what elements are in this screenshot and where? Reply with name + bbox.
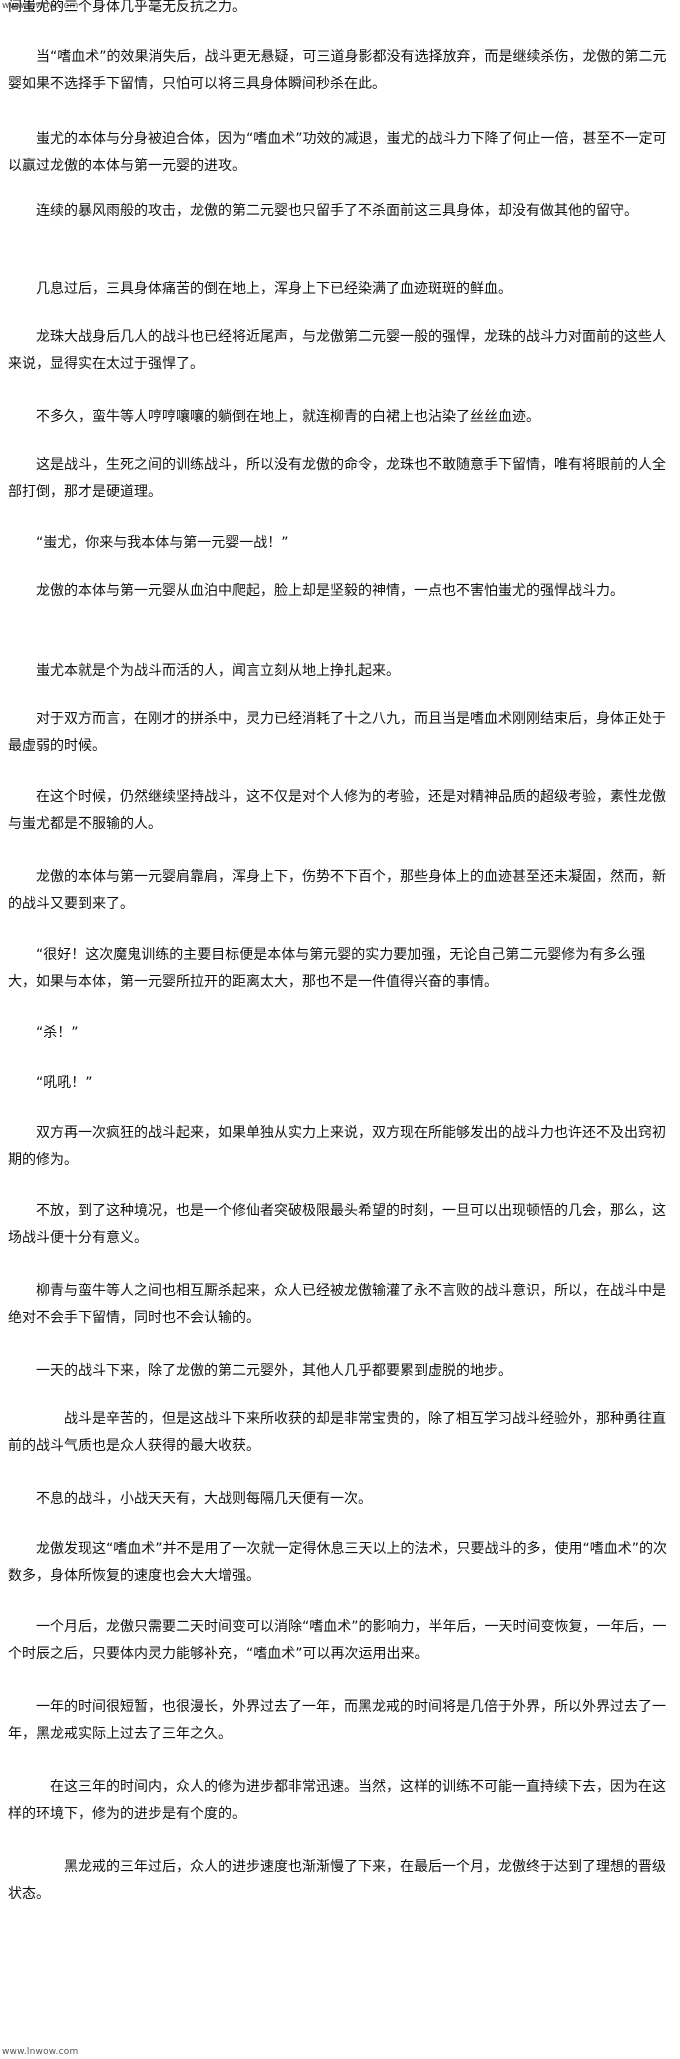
paragraph-11: 蚩尤本就是个为战斗而活的人，闻言立刻从地上挣扎起来。 — [36, 663, 400, 679]
paragraph-13: 在这个时候，仍然继续坚持战斗，这不仅是对个人修为的考验，还是对精神品质的超级考验… — [8, 789, 666, 832]
paragraph-17: “吼吼！” — [36, 1075, 93, 1091]
paragraph-2: 当“嗜血术”的效果消失后，战斗更无悬疑，可三道身影都没有选择放弃，而是继续杀伤，… — [8, 49, 667, 92]
paragraph-25: 一个月后，龙傲只需要二天时间变可以消除“嗜血术”的影响力，半年后，一天时间变恢复… — [8, 1619, 667, 1662]
paragraph-19: 不放，到了这种境况，也是一个修仙者突破极限最头希望的时刻，一旦可以出现顿悟的几会… — [8, 1203, 666, 1246]
watermark-bottom: www.lnwow.com — [2, 2047, 79, 2057]
paragraph-5: 几息过后，三具身体痛苦的倒在地上，浑身上下已经染满了血迹斑斑的鲜血。 — [36, 281, 512, 297]
paragraph-15: “很好！这次魔鬼训练的主要目标便是本体与第元婴的实力要加强，无论自己第二元婴修为… — [8, 947, 646, 990]
paragraph-9: “蚩尤，你来与我本体与第一元婴一战！” — [36, 535, 289, 551]
paragraph-20: 柳青与蛮牛等人之间也相互厮杀起来，众人已经被龙傲输灌了永不言败的战斗意识，所以，… — [8, 1283, 666, 1326]
watermark-top: www.lnwow.com — [2, 1, 79, 11]
paragraph-1: 间蚩尤的三个身体几乎毫无反抗之力。 — [8, 0, 246, 15]
paragraph-23: 不息的战斗，小战天天有，大战则每隔几天便有一次。 — [36, 1491, 372, 1507]
paragraph-16: “杀！” — [36, 1025, 79, 1041]
paragraph-24: 龙傲发现这“嗜血术”并不是用了一次就一定得休息三天以上的法术，只要战斗的多，使用… — [8, 1541, 668, 1584]
paragraph-7: 不多久，蛮牛等人哼哼嚷嚷的躺倒在地上，就连柳青的白裙上也沾染了丝丝血迹。 — [36, 409, 540, 425]
paragraph-14: 龙傲的本体与第一元婴肩靠肩，浑身上下，伤势不下百个，那些身体上的血迹甚至还未凝固… — [8, 869, 666, 912]
paragraph-26: 一年的时间很短暂，也很漫长，外界过去了一年，而黑龙戒的时间将是几倍于外界，所以外… — [8, 1699, 666, 1742]
paragraph-27: 在这三年的时间内，众人的修为进步都非常迅速。当然，这样的训练不可能一直持续下去，… — [8, 1779, 666, 1822]
paragraph-12: 对于双方而言，在刚才的拼杀中，灵力已经消耗了十之八九，而且当是嗜血术刚刚结束后，… — [8, 711, 666, 754]
paragraph-6: 龙珠大战身后几人的战斗也已经将近尾声，与龙傲第二元婴一般的强悍，龙珠的战斗力对面… — [8, 329, 666, 372]
paragraph-22: 战斗是辛苦的，但是这战斗下来所收获的却是非常宝贵的，除了相互学习战斗经验外，那种… — [8, 1411, 666, 1454]
paragraph-18: 双方再一次疯狂的战斗起来，如果单独从实力上来说，双方现在所能够发出的战斗力也许还… — [8, 1125, 666, 1168]
paragraph-8: 这是战斗，生死之间的训练战斗，所以没有龙傲的命令，龙珠也不敢随意手下留情，唯有将… — [8, 457, 666, 500]
paragraph-28: 黑龙戒的三年过后，众人的进步速度也渐渐慢了下来，在最后一个月，龙傲终于达到了理想… — [8, 1859, 666, 1902]
paragraph-21: 一天的战斗下来，除了龙傲的第二元婴外，其他人几乎都要累到虚脱的地步。 — [36, 1363, 512, 1379]
paragraph-4: 连续的暴风雨般的攻击，龙傲的第二元婴也只留手了不杀面前这三具身体，却没有做其他的… — [36, 203, 638, 219]
paragraph-3: 蚩尤的本体与分身被迫合体，因为“嗜血术”功效的减退，蚩尤的战斗力下降了何止一倍，… — [8, 131, 667, 174]
paragraph-10: 龙傲的本体与第一元婴从血泊中爬起，脸上却是坚毅的神情，一点也不害怕蚩尤的强悍战斗… — [36, 583, 624, 599]
